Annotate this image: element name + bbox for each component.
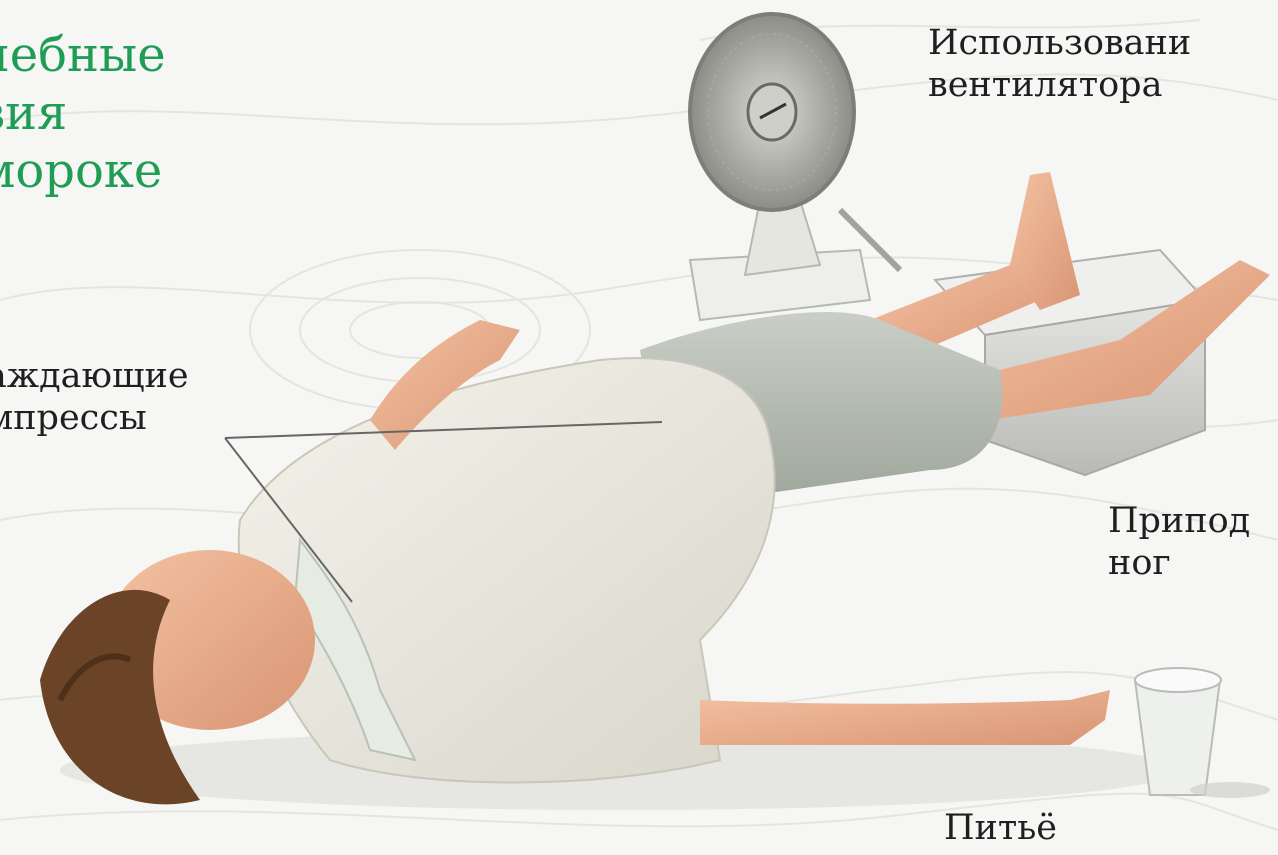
compresses-label-line: мпрессы: [0, 397, 189, 439]
compresses-label: аждающие мпрессы: [0, 355, 189, 439]
fan-label: Использовани вентилятора: [928, 22, 1191, 106]
raised-legs-label-line: ног: [1108, 542, 1250, 584]
fan-label-line: вентилятора: [928, 64, 1191, 106]
fan-label-line: Использовани: [928, 22, 1191, 64]
fan-icon: [690, 14, 900, 320]
compresses-label-line: аждающие: [0, 355, 189, 397]
drink-label: Питьё: [944, 807, 1057, 849]
raised-legs-label: Припод ног: [1108, 500, 1250, 584]
water-glass-icon: [1135, 668, 1270, 798]
raised-legs-label-line: Припод: [1108, 500, 1250, 542]
